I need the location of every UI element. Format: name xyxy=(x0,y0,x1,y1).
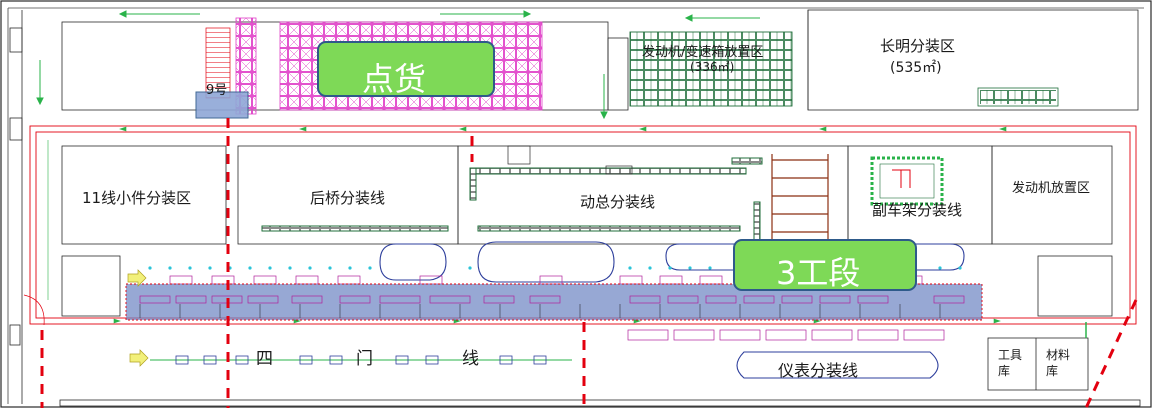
engine-gearbox-area-label: 发动机/变速箱放置区 xyxy=(642,44,763,60)
rear-axle-line-label: 后桥分装线 xyxy=(310,189,385,207)
engine-gearbox-area-size: (336㎡) xyxy=(690,60,734,74)
zone-boxes xyxy=(61,145,1113,317)
tool-room-label: 工具 xyxy=(998,348,1022,362)
flow-arrows-top xyxy=(36,10,760,120)
left-wall xyxy=(9,10,45,404)
engine-storage-label: 发动机放置区 xyxy=(1012,180,1090,196)
four-door-char-1: 四 xyxy=(256,349,273,369)
dock-9-box xyxy=(195,91,249,119)
conveyor-ticks xyxy=(139,304,941,318)
powertrain-line-label: 动总分装线 xyxy=(580,193,655,211)
bottom-rooms xyxy=(59,322,1141,407)
material-room-label: 材料 xyxy=(1046,348,1070,362)
yellow-arrows xyxy=(127,269,149,367)
section3-badge: 3工段 xyxy=(733,239,917,292)
inventory-badge-text: 点货 xyxy=(362,60,426,98)
material-room-label-2: 库 xyxy=(1046,363,1058,378)
ladder-racks xyxy=(507,145,829,240)
section3-badge-text: 3工段 xyxy=(776,254,860,292)
aisle-arrows xyxy=(47,126,1007,324)
dock-9-label: 9号 xyxy=(206,83,227,98)
conveyor-cells xyxy=(139,295,965,304)
four-door-char-2: 门 xyxy=(356,349,373,369)
four-door-stations xyxy=(175,355,547,365)
changming-area-size: (535㎡) xyxy=(890,60,942,76)
changming-area-label: 长明分装区 xyxy=(880,37,955,55)
green-conveyors xyxy=(261,157,763,243)
loop-tracks xyxy=(379,241,965,379)
line11-small-parts-label: 11线小件分装区 xyxy=(82,189,191,207)
tool-room-label-2: 库 xyxy=(998,363,1010,378)
red-dashed-lines xyxy=(40,118,1138,408)
subframe-cell xyxy=(870,156,944,206)
instrument-line-label: 仪表分装线 xyxy=(778,361,858,380)
four-door-char-3: 线 xyxy=(462,349,479,369)
engine-gearbox-racks xyxy=(629,31,793,107)
inventory-badge: 点货 xyxy=(317,41,495,98)
subframe-line-label: 副车架分装线 xyxy=(872,201,962,219)
